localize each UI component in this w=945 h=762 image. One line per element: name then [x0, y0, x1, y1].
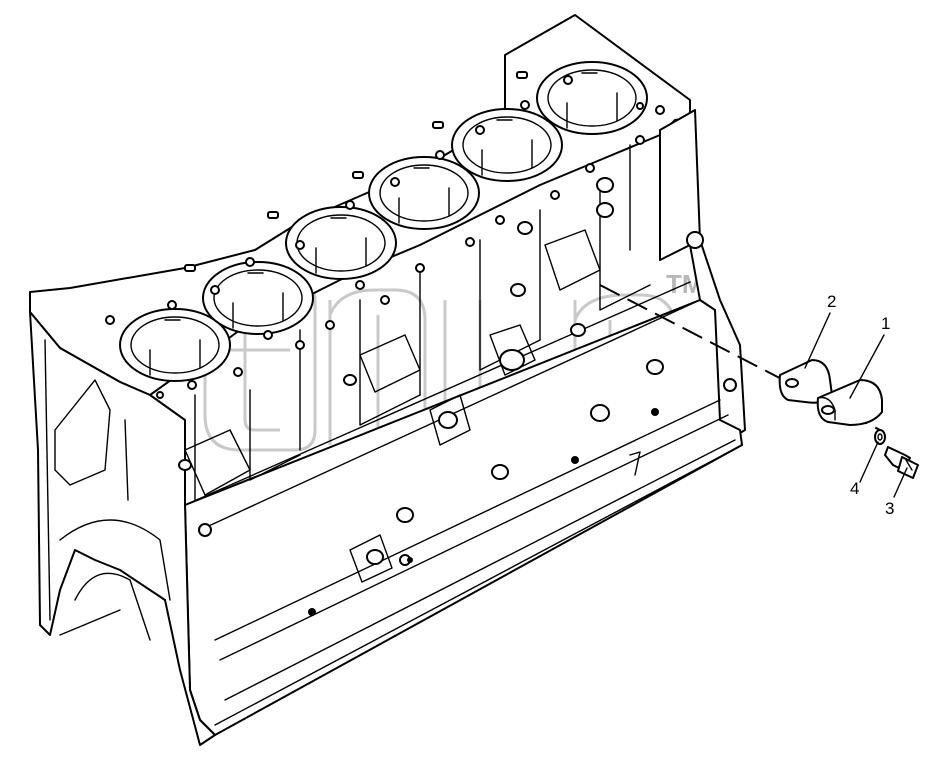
block-front-face	[29, 311, 216, 746]
callout-4: 4	[850, 479, 859, 498]
bolt-part-3	[884, 446, 919, 479]
leader-1	[849, 334, 885, 399]
leader-4	[859, 441, 879, 483]
callout-1: 1	[881, 314, 890, 333]
callout-2: 2	[827, 292, 836, 311]
cylinder-bore-3	[285, 206, 397, 280]
cylinder-bore-5	[451, 108, 563, 182]
cylinder-bores	[119, 61, 648, 382]
cylinder-bore-2	[202, 261, 314, 335]
engine-block	[29, 14, 746, 746]
cylinder-bore-1	[119, 308, 231, 382]
callouts: 1 2 3 4	[827, 292, 894, 518]
callout-3: 3	[885, 499, 894, 518]
exploded-parts	[599, 284, 919, 479]
callout-leaders	[804, 312, 908, 498]
leader-2	[804, 312, 831, 369]
cover-plate-part-1	[816, 379, 883, 426]
block-bosses	[178, 177, 737, 616]
leader-3	[893, 467, 908, 498]
cylinder-bore-6	[536, 61, 648, 135]
cylinder-bore-4	[368, 156, 480, 230]
deck-bolt-holes	[105, 71, 665, 399]
washer-part-4	[874, 429, 886, 445]
